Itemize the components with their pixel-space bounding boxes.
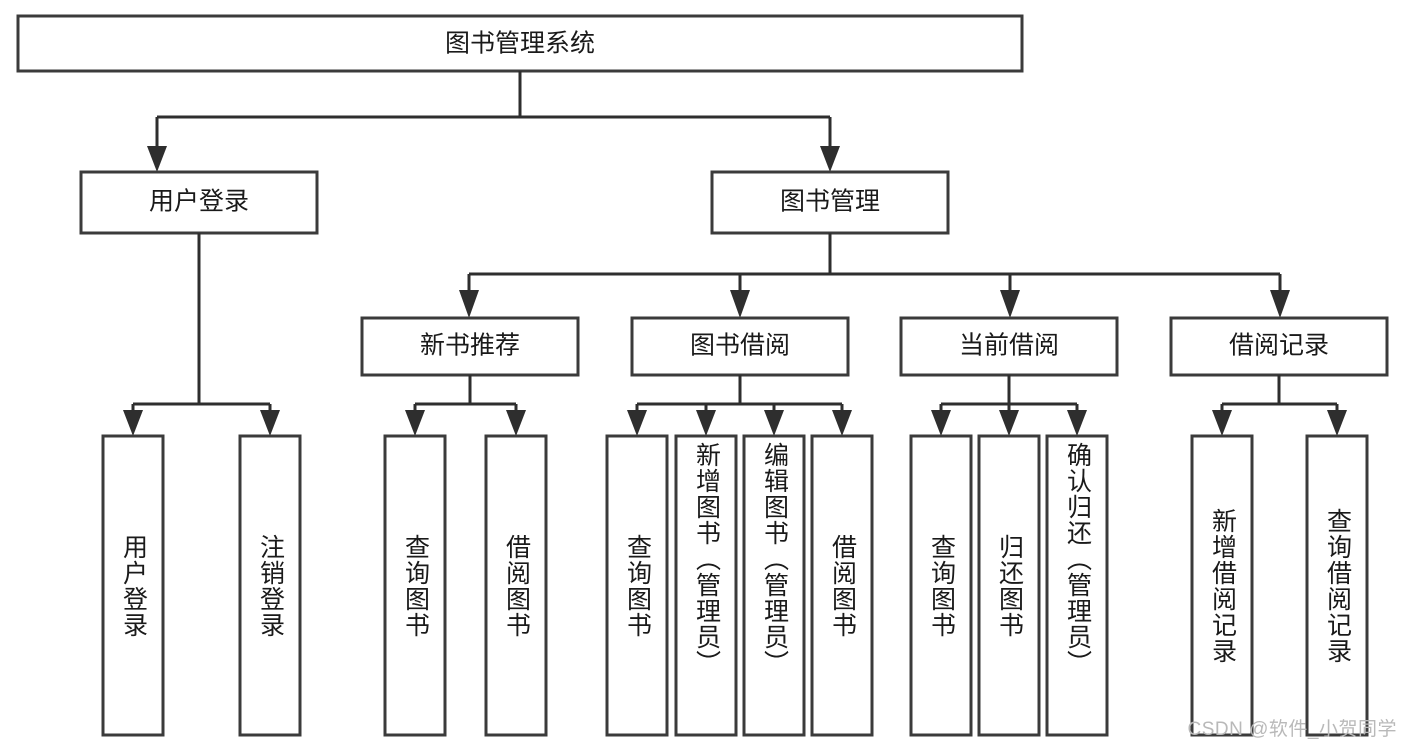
arrow-bookmgmt-to-current [1000,290,1020,318]
leaf-box-current-2[interactable] [977,434,1041,737]
leaf-box-current-3[interactable] [1045,434,1109,737]
arrow-root-to-login [147,146,167,172]
root-label: 图书管理系统 [445,30,595,58]
new-book-recommend-box [360,316,580,377]
current-borrow-box [899,316,1119,377]
leaf-box-record-2[interactable] [1305,434,1369,737]
new-book-recommend-label: 新书推荐 [420,332,520,360]
arrow-recommend-leaf-1 [405,410,425,436]
arrow-bookmgmt-to-record [1270,290,1290,318]
arrow-borrow-leaf-4 [832,410,852,436]
node-new-book-recommend[interactable]: 新书推荐 [360,316,580,377]
leaf-box-record-1[interactable] [1190,434,1254,737]
leaf-box-recommend-2[interactable] [484,434,548,737]
root-box [16,14,1024,73]
arrow-current-leaf-3 [1067,410,1087,436]
book-borrow-label: 图书借阅 [690,332,790,360]
node-borrow-record[interactable]: 借阅记录 [1169,316,1389,377]
arrow-record-leaf-2 [1327,410,1347,436]
borrow-record-label: 借阅记录 [1229,332,1329,360]
leaf-box-borrow-4[interactable] [810,434,874,737]
leaf-box-current-1[interactable] [909,434,973,737]
node-book-borrow[interactable]: 图书借阅 [630,316,850,377]
arrow-login-leaf-2 [260,410,280,436]
arrow-root-to-bookmgmt [820,146,840,172]
leaf-box-borrow-3[interactable] [742,434,806,737]
arrow-borrow-leaf-1 [627,410,647,436]
leaf-box-recommend-1[interactable] [383,434,447,737]
current-borrow-label: 当前借阅 [959,332,1059,360]
arrow-current-leaf-2 [999,410,1019,436]
node-current-borrow[interactable]: 当前借阅 [899,316,1119,377]
arrow-recommend-leaf-2 [506,410,526,436]
arrow-bookmgmt-to-borrow [730,290,750,318]
book-management-label: 图书管理 [780,188,880,216]
arrow-borrow-leaf-3 [764,410,784,436]
user-login-label: 用户登录 [149,188,249,216]
book-management-box [710,170,950,235]
book-borrow-box [630,316,850,377]
arrow-current-leaf-1 [931,410,951,436]
node-book-management[interactable]: 图书管理 [710,170,950,235]
leaf-box-user-login-1[interactable] [101,434,165,737]
borrow-record-box [1169,316,1389,377]
leaf-box-user-login-2[interactable] [238,434,302,737]
arrow-bookmgmt-to-recommend [459,290,479,318]
arrow-record-leaf-1 [1212,410,1232,436]
leaf-box-borrow-2[interactable] [674,434,738,737]
node-user-login[interactable]: 用户登录 [79,170,319,235]
arrow-login-leaf-1 [123,410,143,436]
node-root[interactable]: 图书管理系统 [16,14,1024,73]
leaf-box-borrow-1[interactable] [605,434,669,737]
arrow-borrow-leaf-2 [696,410,716,436]
